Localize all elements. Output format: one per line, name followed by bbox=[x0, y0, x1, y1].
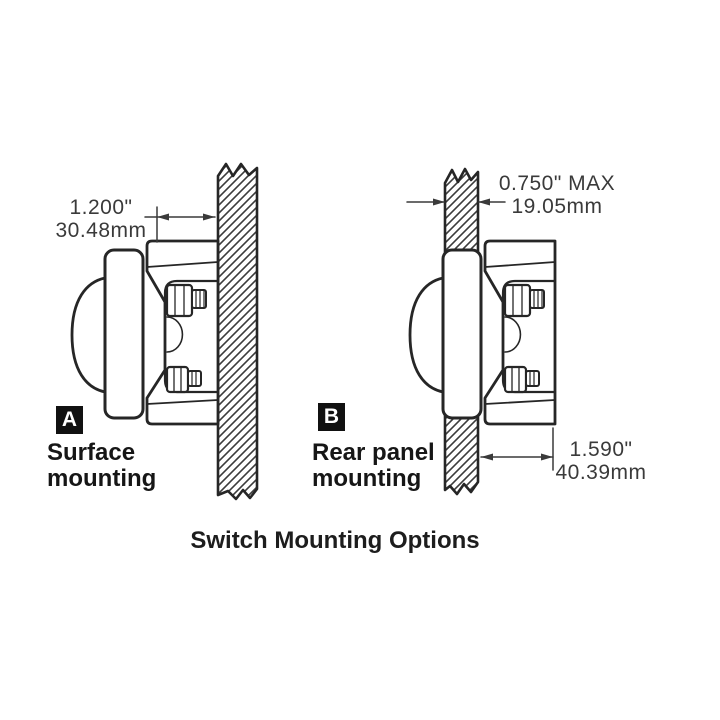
diagram-b-badge: B bbox=[318, 403, 345, 431]
dimension-b-panel-inches: 0.750" MAX bbox=[498, 172, 616, 195]
dimension-b-depth bbox=[480, 427, 554, 471]
dimension-b-panel-mm: 19.05mm bbox=[511, 195, 603, 218]
arrowhead-left bbox=[478, 198, 490, 206]
stud-threads bbox=[195, 289, 205, 309]
diagram-b-caption-line1: Rear panel bbox=[312, 439, 435, 466]
diagram-a-surface-mounting bbox=[70, 162, 259, 501]
wall-cross-section bbox=[216, 162, 259, 501]
housing-arc-detail bbox=[504, 316, 522, 353]
hex-nut bbox=[503, 283, 532, 318]
diagram-b-caption: Rear panel mounting bbox=[312, 440, 435, 492]
bracket-inner-line bbox=[484, 399, 556, 405]
dimension-b-panel-label: 0.750" MAX 19.05mm bbox=[492, 172, 622, 218]
hex-nut bbox=[503, 365, 528, 394]
stud-threads bbox=[529, 370, 535, 387]
diagram-a-caption-line1: Surface bbox=[47, 439, 136, 466]
dimension-a-mm: 30.48mm bbox=[55, 219, 147, 242]
switch-bezel bbox=[103, 248, 145, 420]
diagram-a-caption: Surface mounting bbox=[47, 440, 156, 492]
bracket-inner-line bbox=[146, 261, 219, 268]
stud-threads bbox=[533, 289, 543, 309]
switch-bezel bbox=[441, 248, 483, 420]
arrowhead-left bbox=[157, 213, 169, 221]
switch-dome bbox=[408, 276, 445, 394]
hex-nut bbox=[165, 283, 194, 318]
hex-nut-facets bbox=[512, 284, 523, 317]
dimension-a bbox=[144, 206, 216, 243]
dimension-b-depth-inches: 1.590" bbox=[569, 438, 633, 461]
dimension-a-label: 1.200" 30.48mm bbox=[44, 196, 158, 242]
hex-nut-facets bbox=[173, 366, 182, 393]
arrowhead-right bbox=[203, 213, 215, 221]
dimension-a-inches: 1.200" bbox=[69, 196, 133, 219]
arrowhead-right bbox=[541, 453, 553, 461]
dimension-b-panel bbox=[406, 198, 506, 206]
stud-threads bbox=[191, 370, 197, 387]
switch-dome bbox=[70, 276, 107, 394]
dimension-b-depth-mm: 40.39mm bbox=[555, 461, 647, 484]
hex-nut-facets bbox=[174, 284, 185, 317]
dimension-b-depth-label: 1.590" 40.39mm bbox=[542, 438, 660, 484]
diagram-a-badge: A bbox=[56, 406, 83, 434]
bracket-inner-line bbox=[146, 399, 219, 405]
diagram-b-caption-line2: mounting bbox=[312, 465, 422, 492]
threaded-stud bbox=[525, 370, 540, 387]
diagram-b-rear-panel-mounting bbox=[406, 167, 557, 496]
arrowhead-right bbox=[433, 198, 445, 206]
page-title: Switch Mounting Options bbox=[190, 527, 480, 554]
hex-nut bbox=[165, 365, 190, 394]
arrowhead-left bbox=[481, 453, 493, 461]
housing-arc-detail bbox=[166, 316, 184, 353]
bracket-inner-line bbox=[484, 261, 556, 268]
hex-nut-facets bbox=[511, 366, 520, 393]
threaded-stud bbox=[187, 370, 202, 387]
diagram-a-caption-line2: mounting bbox=[47, 465, 157, 492]
